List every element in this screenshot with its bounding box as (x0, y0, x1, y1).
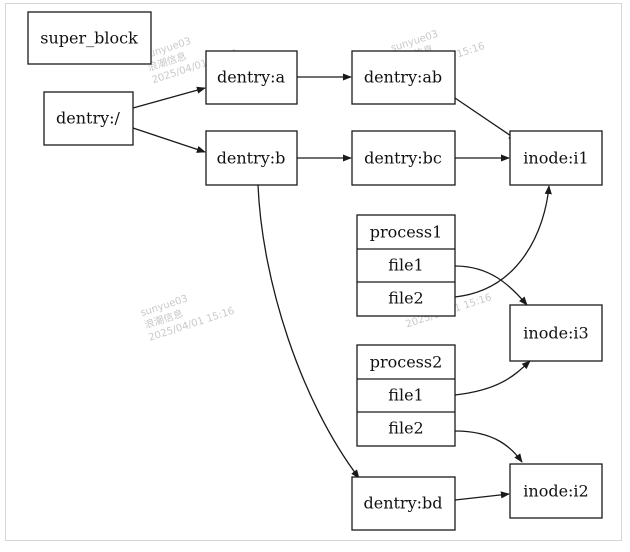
label-super-block: super_block (40, 29, 138, 48)
edge-bd-to-i2 (454, 491, 510, 501)
record-process1 (356, 214, 456, 317)
node-dentry-a (205, 50, 298, 105)
label-dentry-root: dentry:/ (56, 109, 121, 128)
label-process2-file2: file2 (388, 419, 423, 438)
figure-frame (5, 3, 622, 541)
label-inode-i1: inode:i1 (523, 149, 588, 168)
label-dentry-bd: dentry:bd (363, 494, 442, 513)
label-inode-i2: inode:i2 (523, 482, 588, 501)
node-dentry-ab (351, 50, 456, 105)
edge-ab-to-i1 (454, 97, 518, 141)
node-dentry-bc (351, 130, 456, 186)
node-inode-i1 (509, 130, 603, 186)
node-dentry-b (205, 130, 298, 186)
label-dentry-b: dentry:b (217, 149, 286, 168)
record-process2 (356, 344, 456, 447)
label-process2-title: process2 (370, 353, 443, 372)
label-dentry-bc: dentry:bc (364, 149, 442, 168)
watermark-middle: sunyue03 浪潮信息 2025/04/01 15:16 (139, 293, 236, 343)
edges (132, 73, 552, 501)
edge-p1file1-to-i3 (454, 265, 528, 306)
label-dentry-a: dentry:a (217, 68, 286, 87)
edge-p1file2-to-i1 (454, 185, 552, 298)
edge-p2file1-to-i3 (454, 360, 531, 396)
label-process2-file1: file1 (388, 386, 423, 405)
edge-p2file2-to-i2 (454, 430, 523, 463)
edge-root-to-a (132, 86, 206, 109)
label-process1-title: process1 (370, 223, 443, 242)
label-process1-file1: file1 (388, 256, 423, 275)
label-process1-file2: file2 (388, 289, 423, 308)
edge-b-to-bd (257, 184, 360, 479)
label-inode-i3: inode:i3 (523, 324, 588, 343)
label-dentry-ab: dentry:ab (364, 68, 442, 87)
node-inode-i3 (509, 304, 603, 362)
node-dentry-bd (351, 476, 456, 531)
node-super-block (27, 11, 152, 65)
edge-root-to-b (132, 127, 206, 153)
node-inode-i2 (509, 463, 603, 519)
node-dentry-root (43, 91, 134, 146)
